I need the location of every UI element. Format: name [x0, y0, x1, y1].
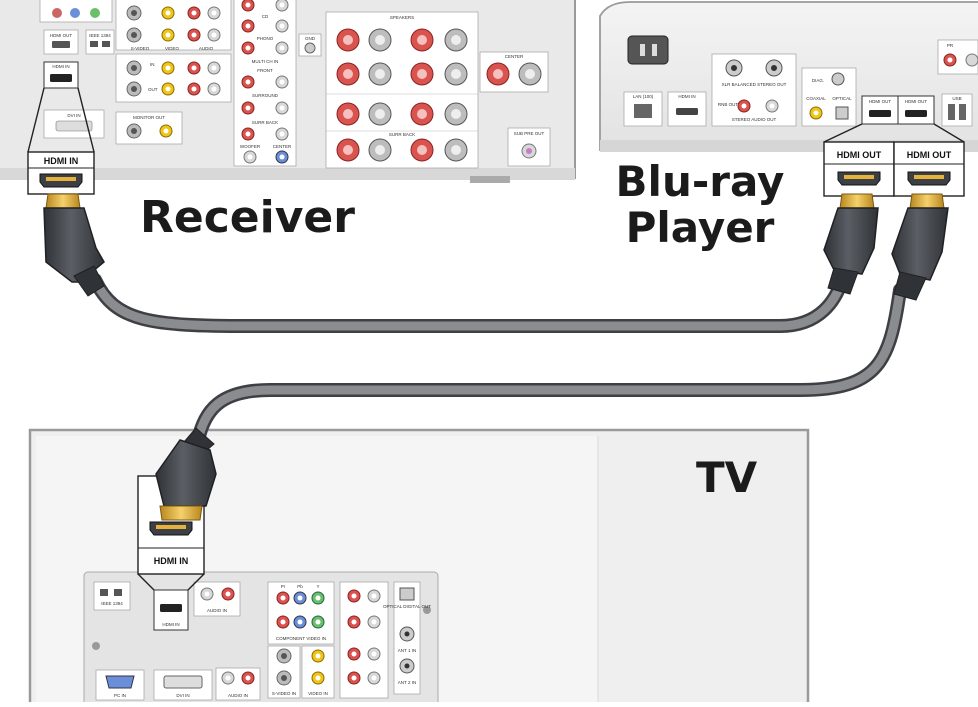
tv-pc-in-label: PC IN: [114, 693, 126, 698]
receiver-subpre-label: SUB PRE OUT: [514, 131, 545, 136]
receiver-gnd-label: GND: [305, 36, 316, 41]
tv-dvi-label: DVI IN: [176, 693, 189, 698]
receiver-speaker-terminals: [336, 28, 468, 162]
receiver-hdmi-in-small-label: HDMI IN: [52, 64, 69, 69]
tv-panel: IEEE 1394 AUDIO IN Pr Pb Y COMPONENT VID…: [83, 571, 439, 707]
bluray-pr-label: PR: [947, 43, 954, 48]
tv-audio-jacks: [347, 589, 381, 685]
hdmi-cable-bluray-tv: [191, 283, 907, 447]
receiver-surround-back-label: SURR BACK: [389, 132, 415, 137]
receiver-center-label: CENTER: [505, 54, 524, 59]
tv-hdmi-in-port-label: HDMI IN: [154, 556, 189, 566]
hdmi-plug-tv: [155, 427, 217, 521]
receiver-multich-label: MULTI CH IN: [252, 59, 279, 64]
tv-video-in-label: VIDEO IN: [308, 691, 328, 696]
bluray-hdmi-in-label: HDMI IN: [678, 94, 695, 99]
bluray-optical-label: OPTICAL: [832, 96, 852, 101]
receiver-speakers-label: SPEAKERS: [390, 15, 414, 20]
receiver-cd-label: CD: [262, 14, 269, 19]
receiver-jack-row-2: [126, 60, 221, 97]
receiver-hdmi-out-label: HDMI OUT: [50, 33, 72, 38]
receiver-hdmi-in-callout: HDMI IN HDMI IN: [27, 61, 95, 195]
receiver-surround-label: SURROUND: [252, 93, 279, 98]
tv-pr-label: Pr: [281, 584, 286, 589]
bluray-label-line1: Blu-ray: [616, 157, 785, 206]
tv-audio-in-2-label: AUDIO IN: [228, 693, 248, 698]
tv-optical-label: OPTICAL DIGITAL OUT: [383, 604, 431, 609]
hdmi-plug-receiver: [43, 193, 105, 297]
tv-component-label: COMPONENT VIDEO IN: [276, 636, 326, 641]
hdmi-plug-bluray-2: [891, 193, 949, 301]
receiver-hdmi-in-port-label: HDMI IN: [44, 156, 79, 166]
receiver-panel: HDMI OUT IEEE 1394 DVI IN S-VIDEO VIDEO …: [39, 0, 551, 169]
receiver-front-label: FRONT: [257, 68, 273, 73]
bluray-balanced-label: XLR BALANCED STEREO OUT: [722, 82, 787, 87]
tv-y-label: Y: [316, 584, 319, 589]
receiver-dvi-label: DVI IN: [67, 113, 80, 118]
bluray-hdmi-out-callout: HDMI OUT HDMI OUT: [823, 123, 965, 197]
bluray-panel: LAN (100) HDMI IN XLR BALANCED STEREO OU…: [623, 39, 978, 127]
bluray-lan-label: LAN (100): [633, 94, 654, 99]
receiver-in-label: IN: [150, 62, 155, 67]
tv-pb-label: Pb: [297, 584, 303, 589]
receiver-out-label: OUT: [148, 87, 158, 92]
receiver-ieee1394-label: IEEE 1394: [89, 33, 111, 38]
receiver-surrback-label: SURR BACK: [252, 120, 278, 125]
tv-hdmi-in-small-label: HDMI IN: [162, 622, 179, 627]
receiver-svideo-label: S-VIDEO: [131, 46, 150, 51]
tv-label: TV: [696, 453, 758, 502]
bluray-rnb-label: RNB OUT: [718, 102, 739, 107]
receiver-multich-jacks: [241, 0, 289, 164]
bluray-hdmi-out-port-2: HDMI OUT: [907, 150, 952, 160]
hdmi-plug-bluray-1: [823, 193, 879, 295]
receiver-monitor-out-label: MONITOR OUT: [133, 115, 165, 120]
bluray-hdmi-out-small-2: HDMI OUT: [905, 99, 927, 104]
tv-ant1-label: ANT 1 IN: [398, 648, 416, 653]
receiver-center-small-label: CENTER: [273, 144, 292, 149]
bluray-coaxial-label: COAXIAL: [806, 96, 826, 101]
tv-component-jacks: [276, 591, 325, 629]
tv-ant2-label: ANT 2 IN: [398, 680, 416, 685]
hdmi-cable-receiver-bluray: [88, 273, 849, 333]
bluray-hdmi-out-small-1: HDMI OUT: [869, 99, 891, 104]
receiver-woofer-label: WOOFER: [240, 144, 261, 149]
receiver-label: Receiver: [140, 192, 355, 243]
receiver-phono-label: PHONO: [257, 36, 274, 41]
receiver-audio-label: AUDIO: [199, 46, 214, 51]
tv-ieee1394-label: IEEE 1394: [101, 601, 123, 606]
receiver-jack-row-1: [126, 5, 221, 43]
bluray-label-line2: Player: [626, 203, 775, 252]
bluray-diag-label: DIAG.: [812, 78, 824, 83]
bluray-hdmi-out-port-1: HDMI OUT: [837, 150, 882, 160]
bluray-stereo-out-label: STEREO AUDIO OUT: [732, 117, 777, 122]
bluray-usb-label: USB: [952, 96, 961, 101]
receiver-video-label: VIDEO: [165, 46, 180, 51]
tv-audio-in-label: AUDIO IN: [207, 608, 227, 613]
jack: [52, 8, 62, 18]
tv-svideo-label: S-VIDEO IN: [272, 691, 296, 696]
